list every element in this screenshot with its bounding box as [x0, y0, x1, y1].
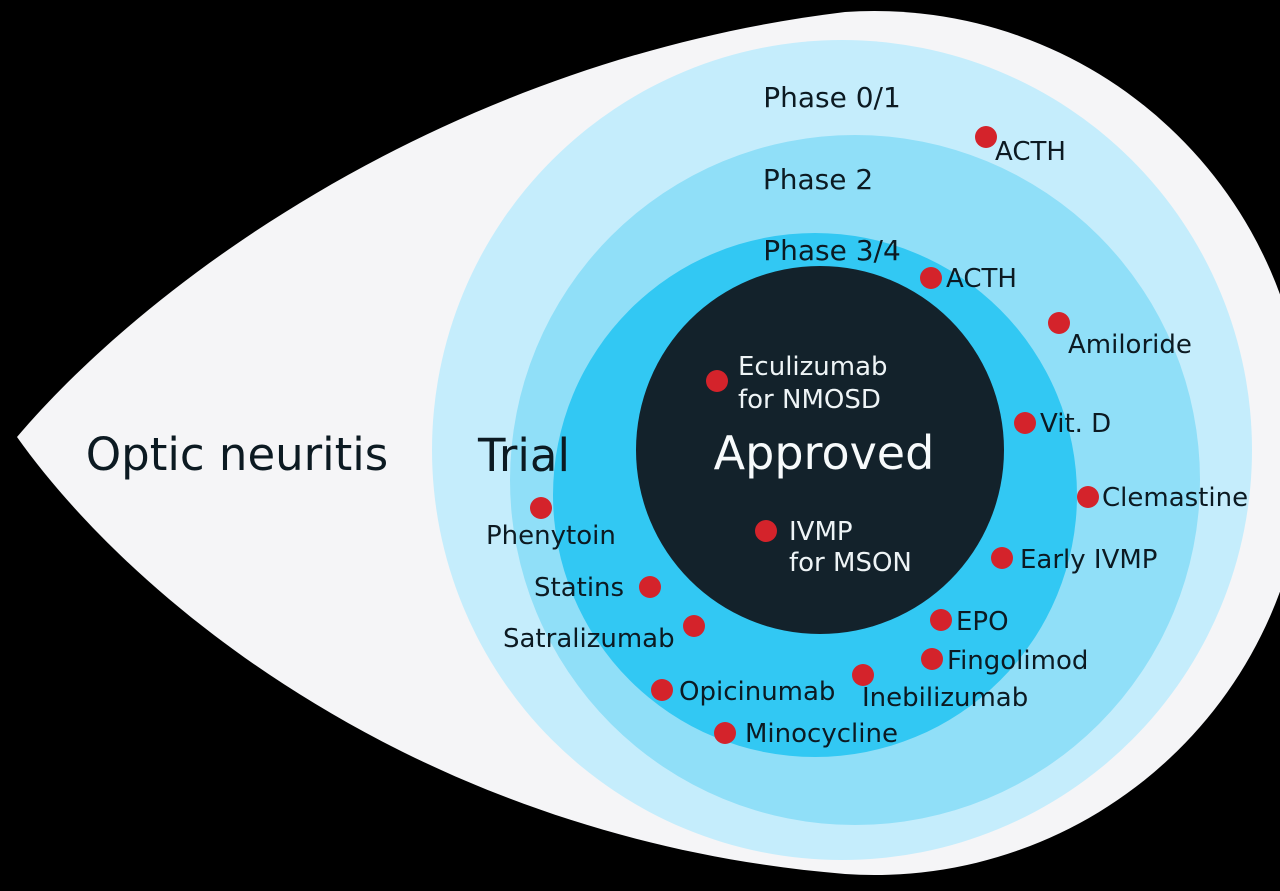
label-approved: Approved: [714, 426, 935, 480]
drug-dot-ivmp: [755, 520, 777, 542]
drug-label-opicinumab: Opicinumab: [679, 677, 835, 707]
drug-label-vit-d: Vit. D: [1040, 409, 1111, 439]
drug-dot-minocycline: [714, 722, 736, 744]
drug-dot-phenytoin: [530, 497, 552, 519]
drug-label-minocycline: Minocycline: [745, 719, 898, 749]
drug-dot-early-ivmp: [991, 547, 1013, 569]
label-phase-3-4: Phase 3/4: [763, 234, 901, 267]
label-trial: Trial: [477, 429, 570, 482]
drug-label-satralizumab: Satralizumab: [503, 624, 675, 654]
drug-label-phenytoin: Phenytoin: [486, 521, 616, 551]
drug-dot-inebilizumab: [852, 664, 874, 686]
drug-dot-acth-phase01: [975, 126, 997, 148]
pupil-approved-zone: [636, 266, 1004, 634]
drug-dot-eculizumab: [706, 370, 728, 392]
drug-dot-vit-d: [1014, 412, 1036, 434]
drug-label-amiloride: Amiloride: [1068, 330, 1192, 360]
label-phase-2: Phase 2: [763, 163, 873, 196]
drug-label-clemastine: Clemastine: [1102, 483, 1248, 513]
drug-dot-epo: [930, 609, 952, 631]
drug-dot-statins: [639, 576, 661, 598]
drug-dot-opicinumab: [651, 679, 673, 701]
drug-label-ivmp: IVMP: [789, 517, 853, 547]
drug-label-acth-phase01: ACTH: [995, 137, 1066, 167]
drug-dot-acth-phase34: [920, 267, 942, 289]
drug-dot-satralizumab: [683, 615, 705, 637]
page-title-optic-neuritis: Optic neuritis: [86, 428, 389, 481]
drug-dot-clemastine: [1077, 486, 1099, 508]
drug-label-statins: Statins: [534, 573, 624, 603]
drug-dot-fingolimod: [921, 648, 943, 670]
drug-label-fingolimod: Fingolimod: [947, 646, 1088, 676]
drug-label-ivmp-detail: for MSON: [789, 548, 912, 578]
drug-label-early-ivmp: Early IVMP: [1020, 545, 1158, 575]
drug-label-inebilizumab: Inebilizumab: [862, 683, 1028, 713]
drug-label-epo: EPO: [956, 607, 1009, 637]
drug-label-eculizumab: Eculizumab: [738, 352, 888, 382]
drug-dot-amiloride: [1048, 312, 1070, 334]
label-phase-0-1: Phase 0/1: [763, 81, 901, 114]
drug-label-eculizumab-detail: for NMOSD: [738, 385, 881, 415]
drug-label-acth-phase34: ACTH: [946, 264, 1017, 294]
